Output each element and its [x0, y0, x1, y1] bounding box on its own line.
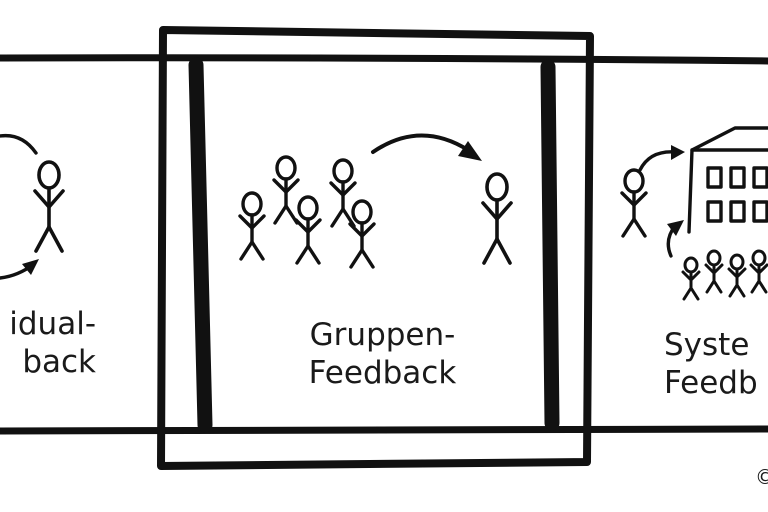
stick-figure-icon	[348, 199, 376, 269]
stick-figure-icon	[727, 253, 747, 298]
label-line: Gruppen-	[309, 317, 456, 353]
label-line: back	[22, 344, 96, 380]
filmstrip-band	[0, 54, 768, 435]
stick-figure-icon	[294, 195, 322, 265]
stick-figure-icon	[238, 191, 266, 261]
group-feedback-label: Gruppen- Feedback	[285, 316, 480, 392]
copyright-mark: ©	[755, 465, 768, 489]
highlight-frame	[157, 26, 594, 470]
stick-figure-icon	[620, 168, 648, 238]
label-line: Feedb	[664, 365, 758, 401]
stick-figure-icon	[272, 155, 300, 225]
stick-figure-icon	[749, 249, 768, 294]
curved-arrow-icon	[0, 133, 38, 155]
label-line: Syste	[664, 327, 750, 363]
stick-figure-icon	[33, 160, 65, 253]
curved-arrow-icon	[371, 133, 482, 161]
system-feedback-label: Syste Feedb	[664, 326, 768, 402]
label-line: Feedback	[308, 355, 457, 391]
stick-figure-icon	[681, 256, 701, 301]
system-feedback-scene	[620, 126, 768, 301]
individual-feedback-scene	[0, 133, 65, 280]
stick-figure-icon	[704, 249, 724, 294]
label-line: idual-	[9, 306, 96, 342]
stick-figure-icon	[329, 158, 357, 228]
stick-figure-icon	[481, 172, 513, 265]
curved-arrow-icon	[0, 259, 39, 280]
building-icon	[687, 126, 768, 234]
individual-feedback-label: idual- back	[0, 305, 96, 381]
curved-arrow-icon	[666, 220, 684, 258]
group-feedback-scene	[238, 133, 513, 269]
curved-arrow-icon	[638, 145, 685, 172]
